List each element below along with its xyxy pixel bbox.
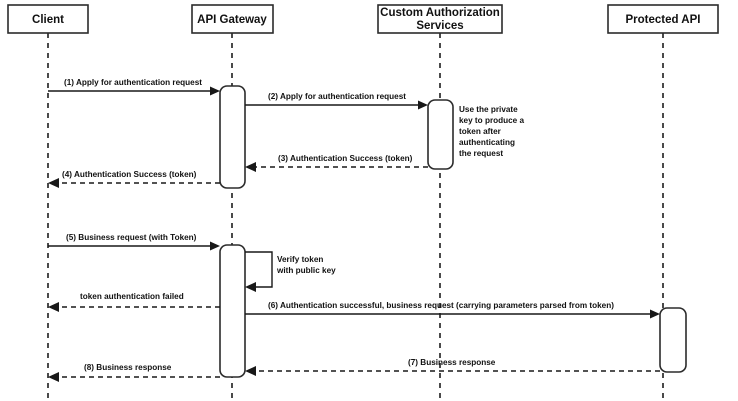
message-6-arrowhead <box>650 309 660 319</box>
note-private-key-line-4: authenticating <box>459 138 515 147</box>
activation-protected-api[interactable] <box>659 307 687 373</box>
actor-protected-api-box[interactable] <box>607 4 719 34</box>
message-7-arrowhead <box>245 366 256 376</box>
message-2-label: (2) Apply for authentication request <box>268 92 406 101</box>
message-self-verify-token-arrowhead <box>245 282 256 292</box>
message-token-authentication-failed-arrowhead <box>48 302 59 312</box>
message-2[interactable]: (2) Apply for authentication request <box>245 92 428 110</box>
message-1-label: (1) Apply for authentication request <box>64 78 202 87</box>
message-4-label: (4) Authentication Success (token) <box>62 170 197 179</box>
message-1[interactable]: (1) Apply for authentication request <box>48 78 220 96</box>
message-token-authentication-failed[interactable]: token authentication failed <box>48 292 220 312</box>
message-token-authentication-failed-label: token authentication failed <box>80 292 184 301</box>
message-self-verify-token[interactable]: Verify token with public key <box>245 251 336 292</box>
note-private-key-line-5: the request <box>459 149 503 158</box>
message-5[interactable]: (5) Business request (with Token) <box>48 233 220 251</box>
message-7-label: (7) Business response <box>408 358 496 367</box>
message-3-label: (3) Authentication Success (token) <box>278 154 413 163</box>
actor-api-gateway[interactable]: API Gateway <box>191 4 274 34</box>
actor-client[interactable]: Client <box>7 4 89 34</box>
message-4-arrowhead <box>48 178 59 188</box>
actor-custom-authorization-services-label-line1: Custom Authorization <box>380 7 500 19</box>
actor-custom-authorization-services[interactable]: Custom Authorization Services <box>377 4 503 34</box>
message-2-arrowhead <box>418 100 428 110</box>
message-7[interactable]: (7) Business response <box>245 358 660 376</box>
message-6-label: (6) Authentication successful, business … <box>268 301 614 310</box>
activation-api-gateway-auth[interactable] <box>219 85 246 189</box>
actor-custom-authorization-services-label-line2: Services <box>416 20 463 32</box>
actor-client-box[interactable] <box>7 4 89 34</box>
activations-group <box>219 85 687 378</box>
actor-protected-api[interactable]: Protected API <box>607 4 719 34</box>
message-5-arrowhead <box>210 241 220 251</box>
message-8-arrowhead <box>48 372 59 382</box>
message-5-label: (5) Business request (with Token) <box>66 233 197 242</box>
actor-headers-group: Client API Gateway Custom Authorization … <box>7 4 719 34</box>
note-private-key-line-1: Use the private <box>459 105 518 114</box>
actor-custom-authorization-services-box[interactable] <box>377 4 503 34</box>
note-private-key-line-3: token after <box>459 127 502 136</box>
message-1-arrowhead <box>210 86 220 96</box>
message-3-arrowhead <box>245 162 256 172</box>
note-private-key-line-2: key to produce a <box>459 116 525 125</box>
message-self-verify-token-label-line2: with public key <box>276 266 336 275</box>
message-6[interactable]: (6) Authentication successful, business … <box>245 301 660 319</box>
message-8[interactable]: (8) Business response <box>48 363 220 382</box>
message-8-label: (8) Business response <box>84 363 172 372</box>
message-3[interactable]: (3) Authentication Success (token) <box>245 154 428 172</box>
actor-protected-api-label: Protected API <box>626 14 701 26</box>
note-private-key: Use the private key to produce a token a… <box>459 105 525 158</box>
activation-api-gateway-business[interactable] <box>219 244 246 378</box>
message-self-verify-token-label-line1: Verify token <box>277 255 323 264</box>
actor-api-gateway-box[interactable] <box>191 4 274 34</box>
message-4[interactable]: (4) Authentication Success (token) <box>48 170 220 188</box>
activation-custom-authorization-services[interactable] <box>427 99 454 170</box>
message-self-verify-token-path[interactable] <box>245 251 273 288</box>
actor-api-gateway-label: API Gateway <box>197 14 267 26</box>
actor-client-label: Client <box>32 14 64 26</box>
lifelines-group <box>47 33 664 398</box>
